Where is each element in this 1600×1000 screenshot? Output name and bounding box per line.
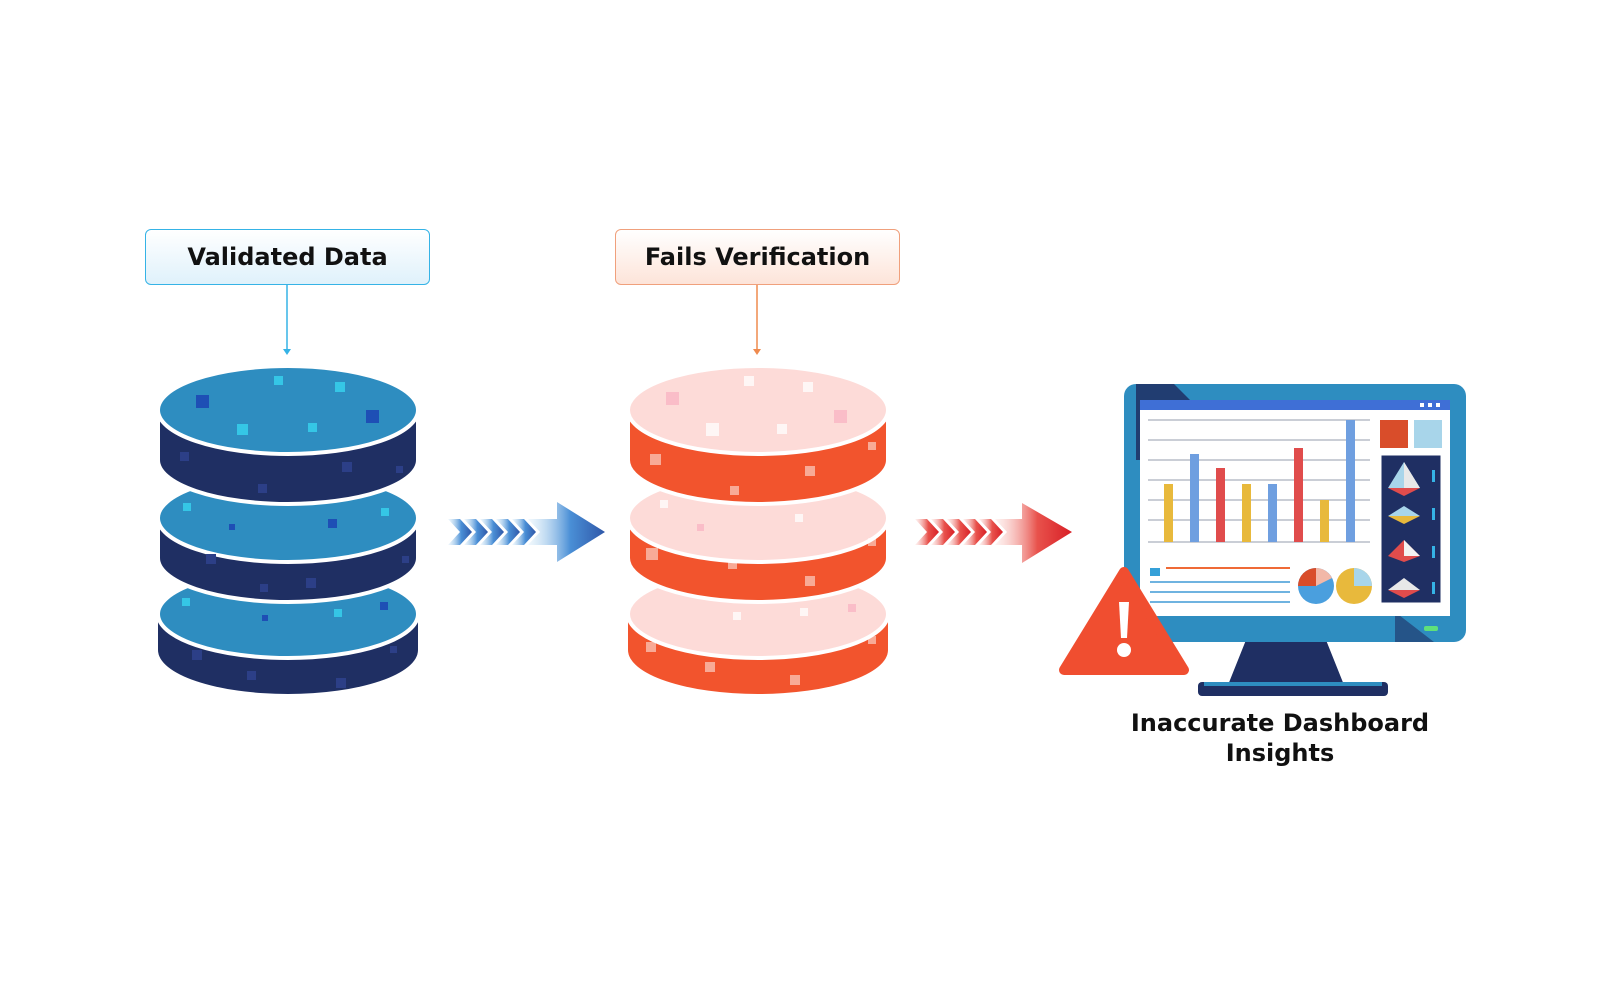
blue-database-icon — [156, 364, 420, 694]
fails-verification-label: Fails Verification — [615, 229, 900, 285]
validated-connector — [283, 285, 291, 355]
red-database-icon — [626, 364, 890, 694]
warning-icon — [1059, 567, 1189, 675]
monitor-dashboard-icon — [1124, 384, 1466, 696]
validated-data-label: Validated Data — [145, 229, 430, 285]
fails-connector — [753, 285, 761, 355]
inaccurate-dashboard-caption: Inaccurate Dashboard Insights — [1130, 709, 1430, 767]
blue-flow-arrow-icon — [448, 502, 605, 562]
red-flow-arrow-icon — [915, 503, 1072, 563]
